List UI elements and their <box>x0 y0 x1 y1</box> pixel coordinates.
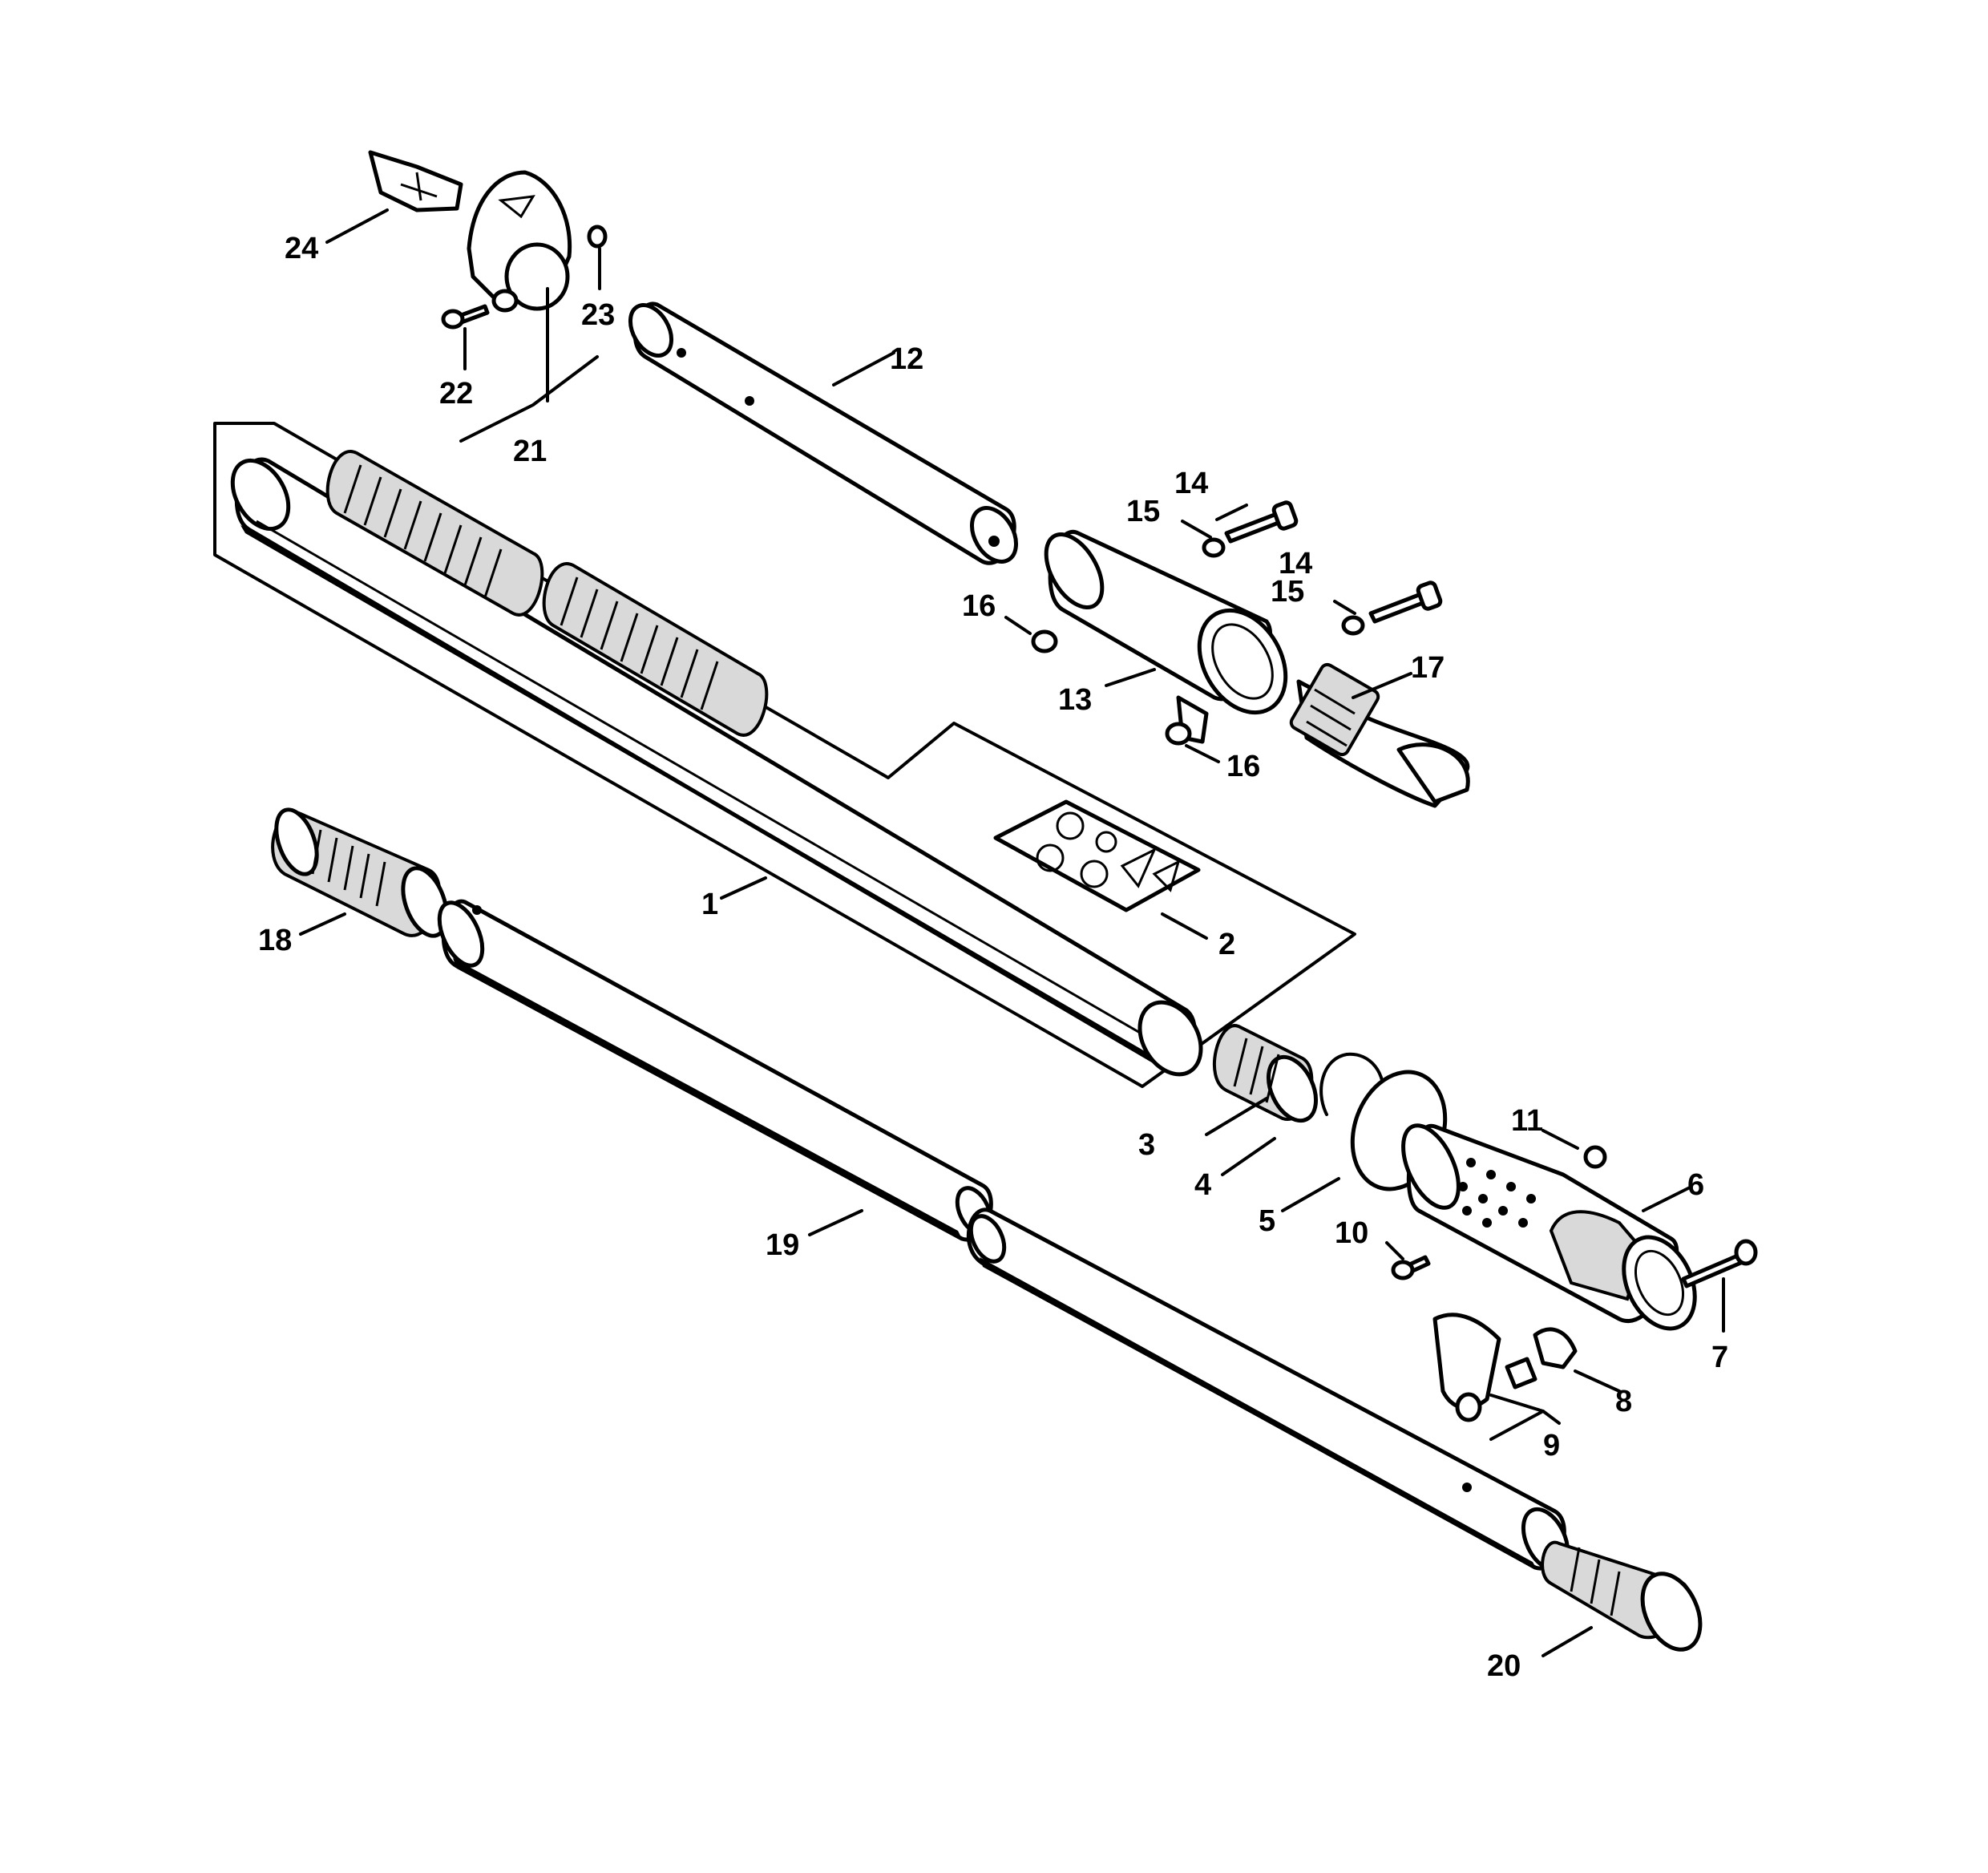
label-14b: 14 <box>1279 547 1312 581</box>
label-5: 5 <box>1259 1204 1275 1238</box>
label-23: 23 <box>581 298 615 332</box>
part-18-grip-sleeve <box>271 807 449 938</box>
part-13-coupling-sleeve <box>1044 529 1288 744</box>
label-15a: 15 <box>1126 495 1160 528</box>
leader-lines <box>299 208 1725 1657</box>
part-11-nut <box>1583 1145 1607 1169</box>
label-18: 18 <box>258 924 292 957</box>
label-6: 6 <box>1687 1168 1704 1202</box>
part-17-clamp <box>1289 662 1470 808</box>
part-22-bolt <box>441 304 490 330</box>
label-2: 2 <box>1218 928 1235 961</box>
part-14-screw-upper <box>1224 500 1299 544</box>
part-15-washer-lower <box>1341 615 1365 636</box>
label-12: 12 <box>890 342 923 376</box>
part-24-clip <box>368 150 463 212</box>
label-4: 4 <box>1194 1168 1211 1202</box>
part-2-warning-decal <box>993 799 1201 912</box>
label-3: 3 <box>1138 1128 1155 1162</box>
label-1: 1 <box>701 888 718 921</box>
label-7: 7 <box>1711 1341 1728 1374</box>
part-4-snap-ring <box>1319 1052 1385 1116</box>
part-10-screw <box>1391 1255 1431 1280</box>
part-15-washer-upper <box>1202 537 1226 558</box>
part-19-lower-shaft <box>437 899 1570 1572</box>
part-3-bearing-sleeve <box>1213 1024 1319 1123</box>
label-14a: 14 <box>1174 467 1208 500</box>
label-8: 8 <box>1615 1385 1632 1418</box>
label-9: 9 <box>1543 1429 1560 1462</box>
part-8-lever <box>1533 1327 1578 1369</box>
part-23-nut <box>587 225 608 249</box>
label-10: 10 <box>1335 1216 1368 1250</box>
label-19: 19 <box>766 1228 799 1262</box>
label-13: 13 <box>1058 683 1092 717</box>
label-17: 17 <box>1411 651 1445 685</box>
part-21-handle-bracket <box>467 170 572 313</box>
part-16-nut-upper <box>1031 629 1058 653</box>
label-11: 11 <box>1511 1104 1543 1138</box>
part-6-housing <box>1401 1123 1697 1331</box>
label-20: 20 <box>1487 1649 1521 1683</box>
part-20-end-cap <box>1541 1540 1703 1652</box>
part-1-drive-tube <box>230 450 1203 1077</box>
part-9-trigger-assembly <box>1432 1313 1537 1422</box>
label-16a: 16 <box>962 589 996 623</box>
part-12-upper-tube <box>628 301 1018 565</box>
part-labels: 24 23 22 21 12 14 15 14 15 16 17 13 16 1… <box>258 232 1728 1683</box>
label-24: 24 <box>285 232 318 265</box>
part-7-long-screw <box>1681 1239 1758 1288</box>
part-14-screw-lower <box>1368 581 1443 624</box>
label-22: 22 <box>439 377 473 411</box>
label-21: 21 <box>513 435 547 468</box>
label-16b: 16 <box>1226 750 1260 783</box>
label-15b: 15 <box>1271 575 1304 609</box>
part-16-nut-lower <box>1165 722 1192 746</box>
